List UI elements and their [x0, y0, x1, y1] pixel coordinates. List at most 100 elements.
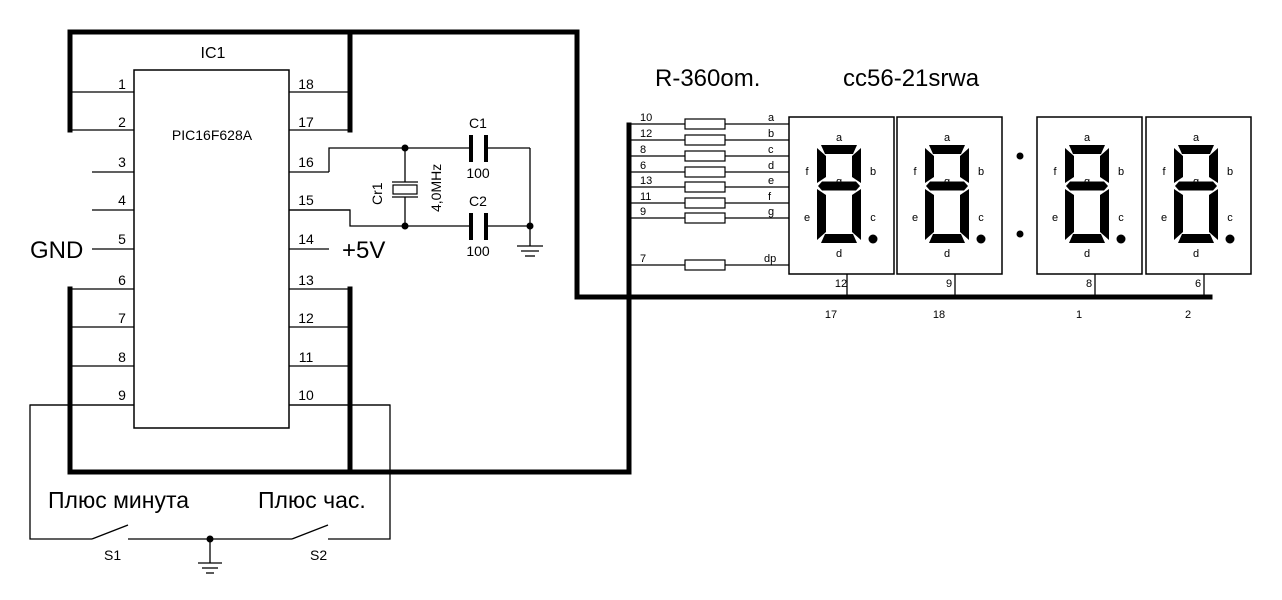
resistor	[684, 181, 726, 193]
segment-a	[929, 145, 965, 154]
segment-label-g: g	[1084, 176, 1090, 188]
resistor-pin-label: 10	[640, 112, 652, 124]
segment-label-b: b	[1227, 166, 1233, 178]
pin-10-label: 10	[298, 387, 314, 403]
segment-b	[960, 148, 969, 183]
resistor	[684, 118, 726, 130]
resistor	[684, 197, 726, 209]
resistor-pin-label: 8	[640, 144, 646, 156]
segment-e	[925, 189, 934, 240]
switches: Плюс минута Плюс час. S1 S2	[29, 404, 391, 574]
segment-c	[960, 189, 969, 240]
ic1-ref: IC1	[201, 45, 226, 62]
segment-label-a: a	[1084, 132, 1091, 144]
common-pin-label: 8	[1086, 278, 1092, 290]
segment-label-d: d	[1193, 248, 1199, 260]
pin-6-label: 6	[118, 272, 126, 288]
segment-label-c: c	[870, 212, 876, 224]
segment-wire-label: g	[768, 206, 774, 218]
resistor-pin-label: 6	[640, 160, 646, 172]
resistor-label: R-360om.	[655, 65, 760, 92]
segment-label-b: b	[978, 166, 984, 178]
segment-d	[929, 234, 965, 243]
c1-ref: C1	[469, 115, 487, 131]
segment-label-c: c	[1118, 212, 1124, 224]
resistor	[684, 166, 726, 178]
pin-7-label: 7	[118, 310, 126, 326]
resistor-pin-label: 9	[640, 206, 646, 218]
colon-dot-bottom	[1016, 230, 1024, 238]
pin-8-label: 8	[118, 349, 126, 365]
pin-9-label: 9	[118, 387, 126, 403]
segment-label-a: a	[836, 132, 843, 144]
pin-14-label: 14	[298, 231, 314, 247]
pin-2-label: 2	[118, 114, 126, 130]
segment-label-c: c	[978, 212, 984, 224]
switch-s2[interactable]	[291, 524, 329, 540]
resistor-row: 13 e	[629, 175, 790, 193]
pin-4-label: 4	[118, 192, 126, 208]
segment-g	[926, 181, 968, 191]
pin-3-label: 3	[118, 154, 126, 170]
pin-1-label: 1	[118, 76, 126, 92]
switch-s1[interactable]	[91, 524, 129, 540]
colon-dot-top	[1016, 152, 1024, 160]
common-pin-label: 6	[1195, 278, 1201, 290]
resistor	[684, 150, 726, 162]
segment-g	[1066, 181, 1108, 191]
segment-label-e: e	[1052, 212, 1058, 224]
mcu-pin-label: 1	[1076, 309, 1082, 321]
common-pin-label: 12	[835, 278, 847, 290]
ic1: IC1 PIC16F628A	[133, 45, 290, 429]
vcc-label: +5V	[342, 237, 385, 264]
segment-a	[1069, 145, 1105, 154]
segment-e	[817, 189, 826, 240]
segment-d	[1178, 234, 1214, 243]
segment-d	[821, 234, 857, 243]
pin-5-label: 5	[118, 231, 126, 247]
resistor-pin-label: 7	[640, 253, 646, 265]
common-pin-label: 9	[946, 278, 952, 290]
segment-g	[818, 181, 860, 191]
segment-dp	[1116, 234, 1126, 244]
segment-a	[821, 145, 857, 154]
segment-f	[1065, 148, 1074, 183]
c2-value: 100	[466, 243, 490, 259]
display-label: cc56-21srwa	[843, 65, 980, 92]
segment-label-b: b	[870, 166, 876, 178]
segment-label-c: c	[1227, 212, 1233, 224]
mcu-pin-label: 18	[933, 309, 945, 321]
segment-wire-label: e	[768, 175, 774, 187]
pin-11-label: 11	[299, 349, 314, 365]
segment-b	[1100, 148, 1109, 183]
segment-wire-label: c	[768, 144, 774, 156]
segment-label-f: f	[913, 166, 917, 178]
segment-label-d: d	[944, 248, 950, 260]
segment-c	[1209, 189, 1218, 240]
resistor	[684, 134, 726, 146]
s2-label: Плюс час.	[258, 487, 366, 513]
segment-c	[1100, 189, 1109, 240]
mcu-pin-label: 2	[1185, 309, 1191, 321]
segment-label-e: e	[912, 212, 918, 224]
segment-label-e: e	[1161, 212, 1167, 224]
segment-label-d: d	[1084, 248, 1090, 260]
resistor	[684, 212, 726, 224]
resistor-pin-label: 12	[640, 128, 652, 140]
s1-ref: S1	[104, 547, 121, 563]
segment-label-a: a	[944, 132, 951, 144]
segment-dp	[976, 234, 986, 244]
gnd-label: GND	[30, 237, 83, 264]
resistor	[684, 259, 726, 271]
bus-wires	[67, 29, 1213, 475]
resistor-pin-label: 13	[640, 175, 652, 187]
